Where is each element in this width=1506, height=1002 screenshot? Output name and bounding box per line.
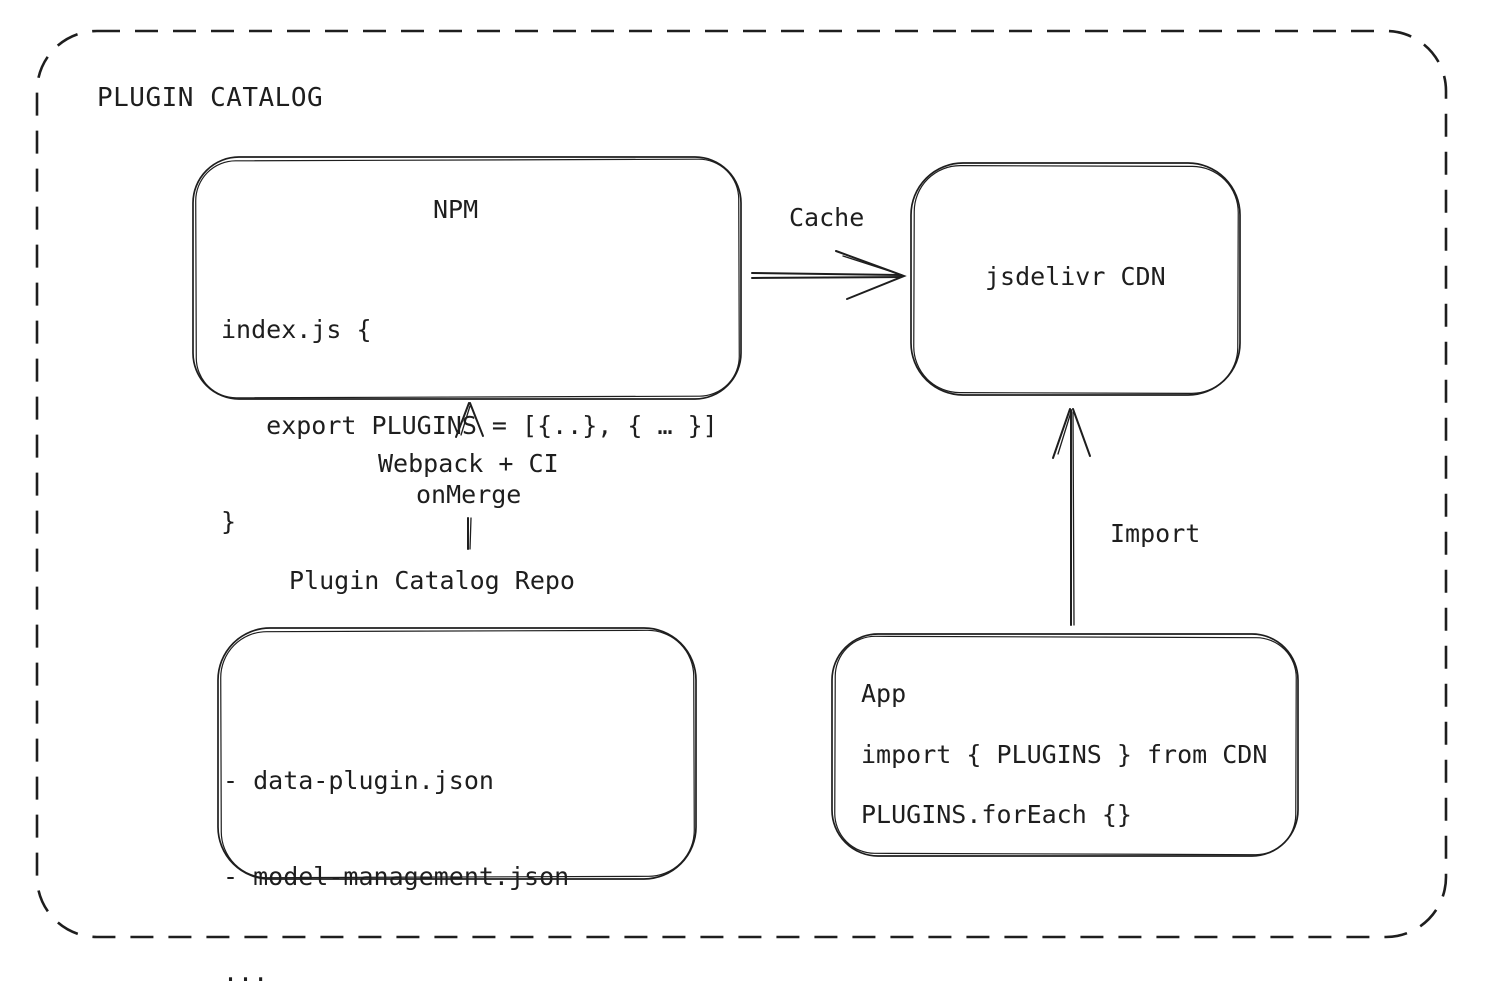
- npm-box-title: NPM: [433, 195, 479, 224]
- cache-edge-label: Cache: [789, 203, 865, 232]
- cdn-box: [910, 162, 1241, 396]
- diagram-title: PLUGIN CATALOG: [97, 83, 324, 113]
- import-edge-label: Import: [1110, 519, 1201, 548]
- npm-code-line: export PLUGINS = [{..}, { … }]: [221, 411, 718, 440]
- app-box-title: App: [861, 679, 907, 708]
- build-edge-label-line1: Webpack + CI: [378, 449, 559, 478]
- plugin-catalog-boundary: [35, 29, 1448, 939]
- build-edge-label-line2: onMerge: [416, 480, 522, 509]
- cdn-box-label: jsdelivr CDN: [985, 262, 1166, 291]
- npm-code-block: index.js { export PLUGINS = [{..}, { … }…: [221, 250, 718, 602]
- repo-box-label: Plugin Catalog Repo: [289, 566, 575, 595]
- npm-code-line: index.js {: [221, 315, 372, 344]
- repo-box: [217, 627, 697, 880]
- import-arrow: [1052, 408, 1091, 626]
- npm-code-line: }: [221, 507, 237, 536]
- app-box: [831, 633, 1299, 857]
- repo-file-item: - model-management.json: [223, 862, 570, 891]
- cache-arrow: [751, 250, 907, 300]
- repo-file-list: - data-plugin.json - model-management.js…: [223, 701, 569, 1002]
- npm-box: [192, 156, 742, 400]
- build-arrow: [455, 402, 484, 550]
- app-code-line-foreach: PLUGINS.forEach {}: [861, 800, 1132, 829]
- repo-file-item: ...: [223, 958, 269, 987]
- repo-file-item: - data-plugin.json: [223, 766, 494, 795]
- app-code-line-import: import { PLUGINS } from CDN: [861, 740, 1268, 769]
